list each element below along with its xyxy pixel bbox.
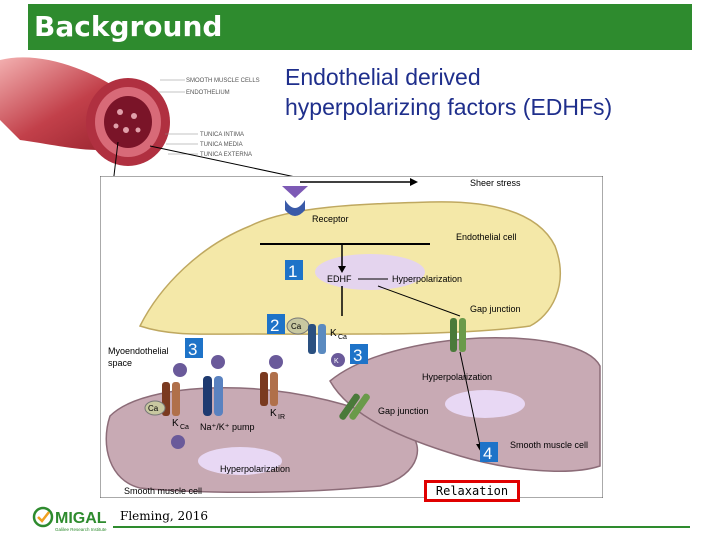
smooth-muscle-nucleus-right [445, 390, 525, 418]
logo-check-icon [37, 511, 50, 523]
label-smooth-muscle-cell-left: Smooth muscle cell [124, 486, 202, 496]
edhf-to-gap-line [377, 285, 461, 317]
smooth-muscle-nucleus-left [198, 447, 282, 475]
label-endothelial-cell: Endothelial cell [456, 232, 517, 242]
k-ions-space [173, 355, 283, 377]
vessel-cells [113, 109, 141, 133]
label-tunica-externa: TUNICA EXTERNA [200, 152, 252, 158]
label-kca-left-sub: Ca [180, 424, 189, 431]
kca-channel-top [308, 324, 326, 354]
label-hyperpolarization-mid: Hyperpolarization [422, 372, 492, 382]
slide-subtitle: Endothelial derived hyperpolarizing fact… [285, 62, 612, 122]
step-box-1 [285, 260, 303, 280]
label-hyperpolarization-top: Hyperpolarization [392, 274, 462, 284]
vessel-lumen [104, 96, 152, 148]
step-number-3-right: 3 [353, 346, 362, 365]
label-tunica-media: TUNICA MEDIA [200, 142, 243, 148]
step-box-2 [267, 314, 285, 334]
label-k-ion-top: K [334, 358, 339, 365]
header-banner: Background [28, 4, 692, 50]
endothelial-nucleus [315, 254, 425, 290]
migal-logo: MIGAL Galilee Research Institute [32, 506, 107, 532]
step-number-1: 1 [288, 262, 297, 281]
label-kir-sub: IR [278, 414, 285, 421]
edhf-pathway-diagram: Sheer stress Receptor Endothelial cell E… [100, 176, 603, 498]
label-hyperpolarization-bottom: Hyperpolarization [220, 464, 290, 474]
label-tunica-intima: TUNICA INTIMA [200, 132, 244, 138]
label-myoendothelial-1: Myoendothelial [108, 346, 169, 356]
sheer-stress-arrowhead [410, 178, 418, 186]
receptor-icon [285, 200, 305, 216]
label-smooth-muscle-cells: SMOOTH MUSCLE CELLS [186, 78, 260, 84]
step-box-3-left [185, 338, 203, 358]
step-number-2: 2 [270, 316, 279, 335]
step-box-4 [480, 442, 498, 462]
signal-down-arrowhead [338, 266, 346, 273]
logo-circle-icon [32, 506, 54, 528]
step-box-3-right [350, 344, 368, 364]
label-ca-top: Ca [291, 322, 302, 331]
label-edhf: EDHF [327, 274, 352, 284]
label-ca-left: Ca [148, 404, 159, 413]
step-number-4: 4 [483, 444, 492, 463]
label-sheer-stress: Sheer stress [470, 178, 521, 188]
label-kir: K [270, 408, 277, 419]
smooth-muscle-cell-left [105, 386, 419, 494]
label-myoendothelial-2: space [108, 358, 132, 368]
label-kca-left: K [172, 418, 179, 429]
subtitle-line-2: hyperpolarizing factors (EDHFs) [285, 94, 613, 120]
k-ion-top [331, 353, 345, 367]
slide-title: Background [34, 10, 223, 43]
k-ion-bottom [171, 435, 185, 449]
logo-subtext: Galilee Research Institute [55, 527, 107, 532]
blood-vessel-illustration: SMOOTH MUSCLE CELLS ENDOTHELIUM TUNICA I… [0, 57, 260, 166]
label-smooth-muscle-cell-right: Smooth muscle cell [510, 440, 588, 450]
logo-text: MIGAL [55, 510, 107, 527]
footer-divider [113, 526, 690, 528]
ligand-triangle [282, 186, 308, 198]
label-na-k-pump: Na⁺/K⁺ pump [200, 422, 255, 432]
citation: Fleming, 2016 [120, 509, 209, 523]
relaxation-box: Relaxation [424, 480, 520, 502]
label-endothelium: ENDOTHELIUM [186, 90, 230, 96]
gap-junction-icon-mid [339, 393, 370, 420]
label-gap-junction-mid: Gap junction [378, 406, 429, 416]
na-k-pump-icon [203, 376, 223, 416]
subtitle-line-1: Endothelial derived [285, 64, 481, 90]
label-receptor: Receptor [312, 214, 349, 224]
label-kca-top-sub: Ca [338, 334, 347, 341]
step-number-3-left: 3 [188, 340, 197, 359]
label-gap-junction-top: Gap junction [470, 304, 521, 314]
kir-channel-icon [260, 372, 278, 406]
label-kca-top: K [330, 328, 337, 339]
calcium-ion-left [144, 400, 166, 416]
